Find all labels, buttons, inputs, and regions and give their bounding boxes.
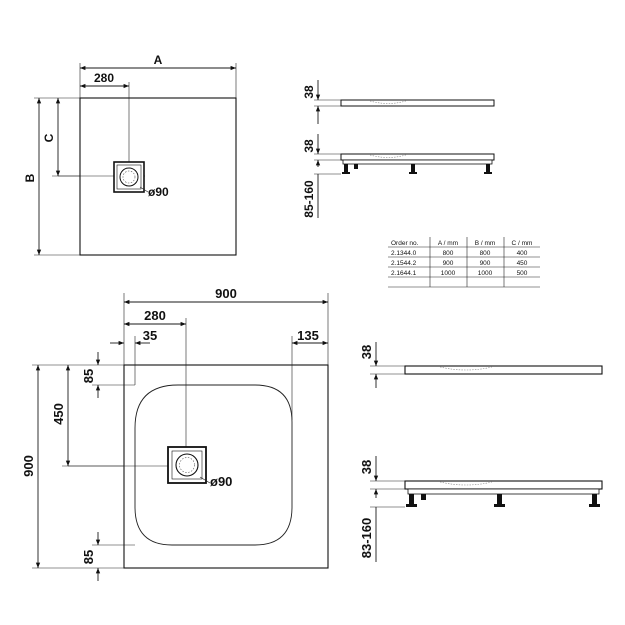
dim-height-feet-bottom: 38 bbox=[359, 460, 374, 474]
table-header-c: C / mm bbox=[512, 240, 533, 247]
table-cell: 1000 bbox=[478, 270, 493, 277]
dim-drain-x: 280 bbox=[144, 308, 166, 323]
tray-outline-bottom bbox=[123, 364, 329, 569]
dim-left-margin: 35 bbox=[143, 328, 157, 343]
leveling-feet-top bbox=[342, 164, 492, 174]
top-section-flat: 38 bbox=[302, 80, 495, 124]
bottom-section-feet: 38 83-160 bbox=[359, 456, 603, 562]
drain-diameter-bottom: ø90 bbox=[210, 474, 232, 489]
dim-height-feet-top: 38 bbox=[302, 139, 316, 153]
drain-diameter-top: ø90 bbox=[148, 185, 169, 199]
table-header-order-no: Order no. bbox=[391, 240, 419, 247]
bottom-section-flat: 38 bbox=[359, 342, 603, 388]
table-cell: 900 bbox=[443, 260, 454, 267]
top-section-feet: 38 85-160 bbox=[302, 134, 495, 218]
drain-top bbox=[113, 161, 145, 193]
table-cell: 450 bbox=[517, 260, 528, 267]
dim-feet-range-top: 85-160 bbox=[302, 180, 316, 218]
table-cell: 800 bbox=[480, 250, 491, 257]
dim-height-flat-bottom: 38 bbox=[359, 345, 374, 359]
table-cell: 500 bbox=[517, 270, 528, 277]
dim-top-margin: 85 bbox=[81, 369, 96, 383]
table-cell: 2.1344.0 bbox=[391, 250, 417, 257]
dim-drain-y: 450 bbox=[51, 403, 66, 425]
table-cell: 2.1644.1 bbox=[391, 270, 417, 277]
table-cell: 800 bbox=[443, 250, 454, 257]
dim-height: 900 bbox=[21, 455, 36, 477]
table-header-b: B / mm bbox=[475, 240, 496, 247]
table-cell: 1000 bbox=[441, 270, 456, 277]
dim-feet-range-bottom: 83-160 bbox=[359, 518, 374, 558]
dim-bottom-margin: 85 bbox=[81, 550, 96, 564]
drain-bottom bbox=[167, 446, 207, 484]
dim-label-drain-offset: 280 bbox=[94, 71, 114, 85]
table-cell: 2.1544.2 bbox=[391, 260, 417, 267]
basin-outline bbox=[134, 384, 293, 546]
bottom-plan-view: 900 280 35 135 900 450 85 85 bbox=[21, 286, 329, 581]
table-header-a: A / mm bbox=[438, 240, 458, 247]
dim-label-c: C bbox=[42, 133, 56, 142]
dim-width: 900 bbox=[215, 286, 237, 301]
dim-height-flat-top: 38 bbox=[302, 85, 316, 99]
table-cell: 400 bbox=[517, 250, 528, 257]
order-table: Order no. A / mm B / mm C / mm 2.1344.0 … bbox=[388, 237, 540, 288]
tray-outline-top bbox=[79, 97, 237, 256]
leveling-feet-bottom bbox=[406, 494, 600, 507]
top-plan-view: A 280 B C ø90 bbox=[23, 53, 237, 256]
dim-label-a: A bbox=[154, 53, 163, 67]
table-cell: 900 bbox=[480, 260, 491, 267]
dim-right-margin: 135 bbox=[297, 328, 319, 343]
dim-label-b: B bbox=[23, 173, 37, 182]
